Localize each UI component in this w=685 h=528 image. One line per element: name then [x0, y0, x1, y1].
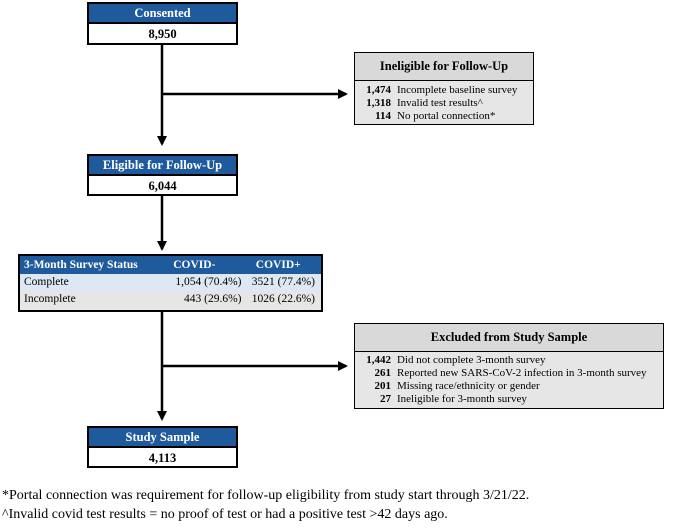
footnotes: *Portal connection was requirement for f… [2, 486, 529, 524]
footnote-portal: *Portal connection was requirement for f… [2, 488, 530, 503]
eligible-title: Eligible for Follow-Up [89, 156, 236, 176]
survey-status-table: 3-Month Survey Status COVID- COVID+ Comp… [18, 254, 323, 312]
study-sample-box: Study Sample 4,113 [87, 426, 238, 468]
eligible-value: 6,044 [148, 179, 177, 193]
consented-title: Consented [89, 4, 236, 24]
footnote-invalid-test: ^Invalid covid test results = no proof o… [2, 507, 448, 522]
consented-value: 8,950 [148, 27, 177, 41]
table-row: Complete 1,054 (70.4%) 3521 (77.4%) [20, 274, 321, 291]
study-sample-title: Study Sample [89, 428, 236, 448]
table-row: Incomplete 443 (29.6%) 1026 (22.6%) [20, 291, 321, 308]
excluded-title: Excluded from Study Sample [355, 324, 663, 352]
study-sample-value: 4,113 [148, 451, 177, 465]
table-header-row: 3-Month Survey Status COVID- COVID+ [20, 256, 321, 274]
ineligible-title: Ineligible for Follow-Up [355, 53, 533, 81]
consented-box: Consented 8,950 [87, 2, 238, 45]
eligible-box: Eligible for Follow-Up 6,044 [87, 154, 238, 196]
